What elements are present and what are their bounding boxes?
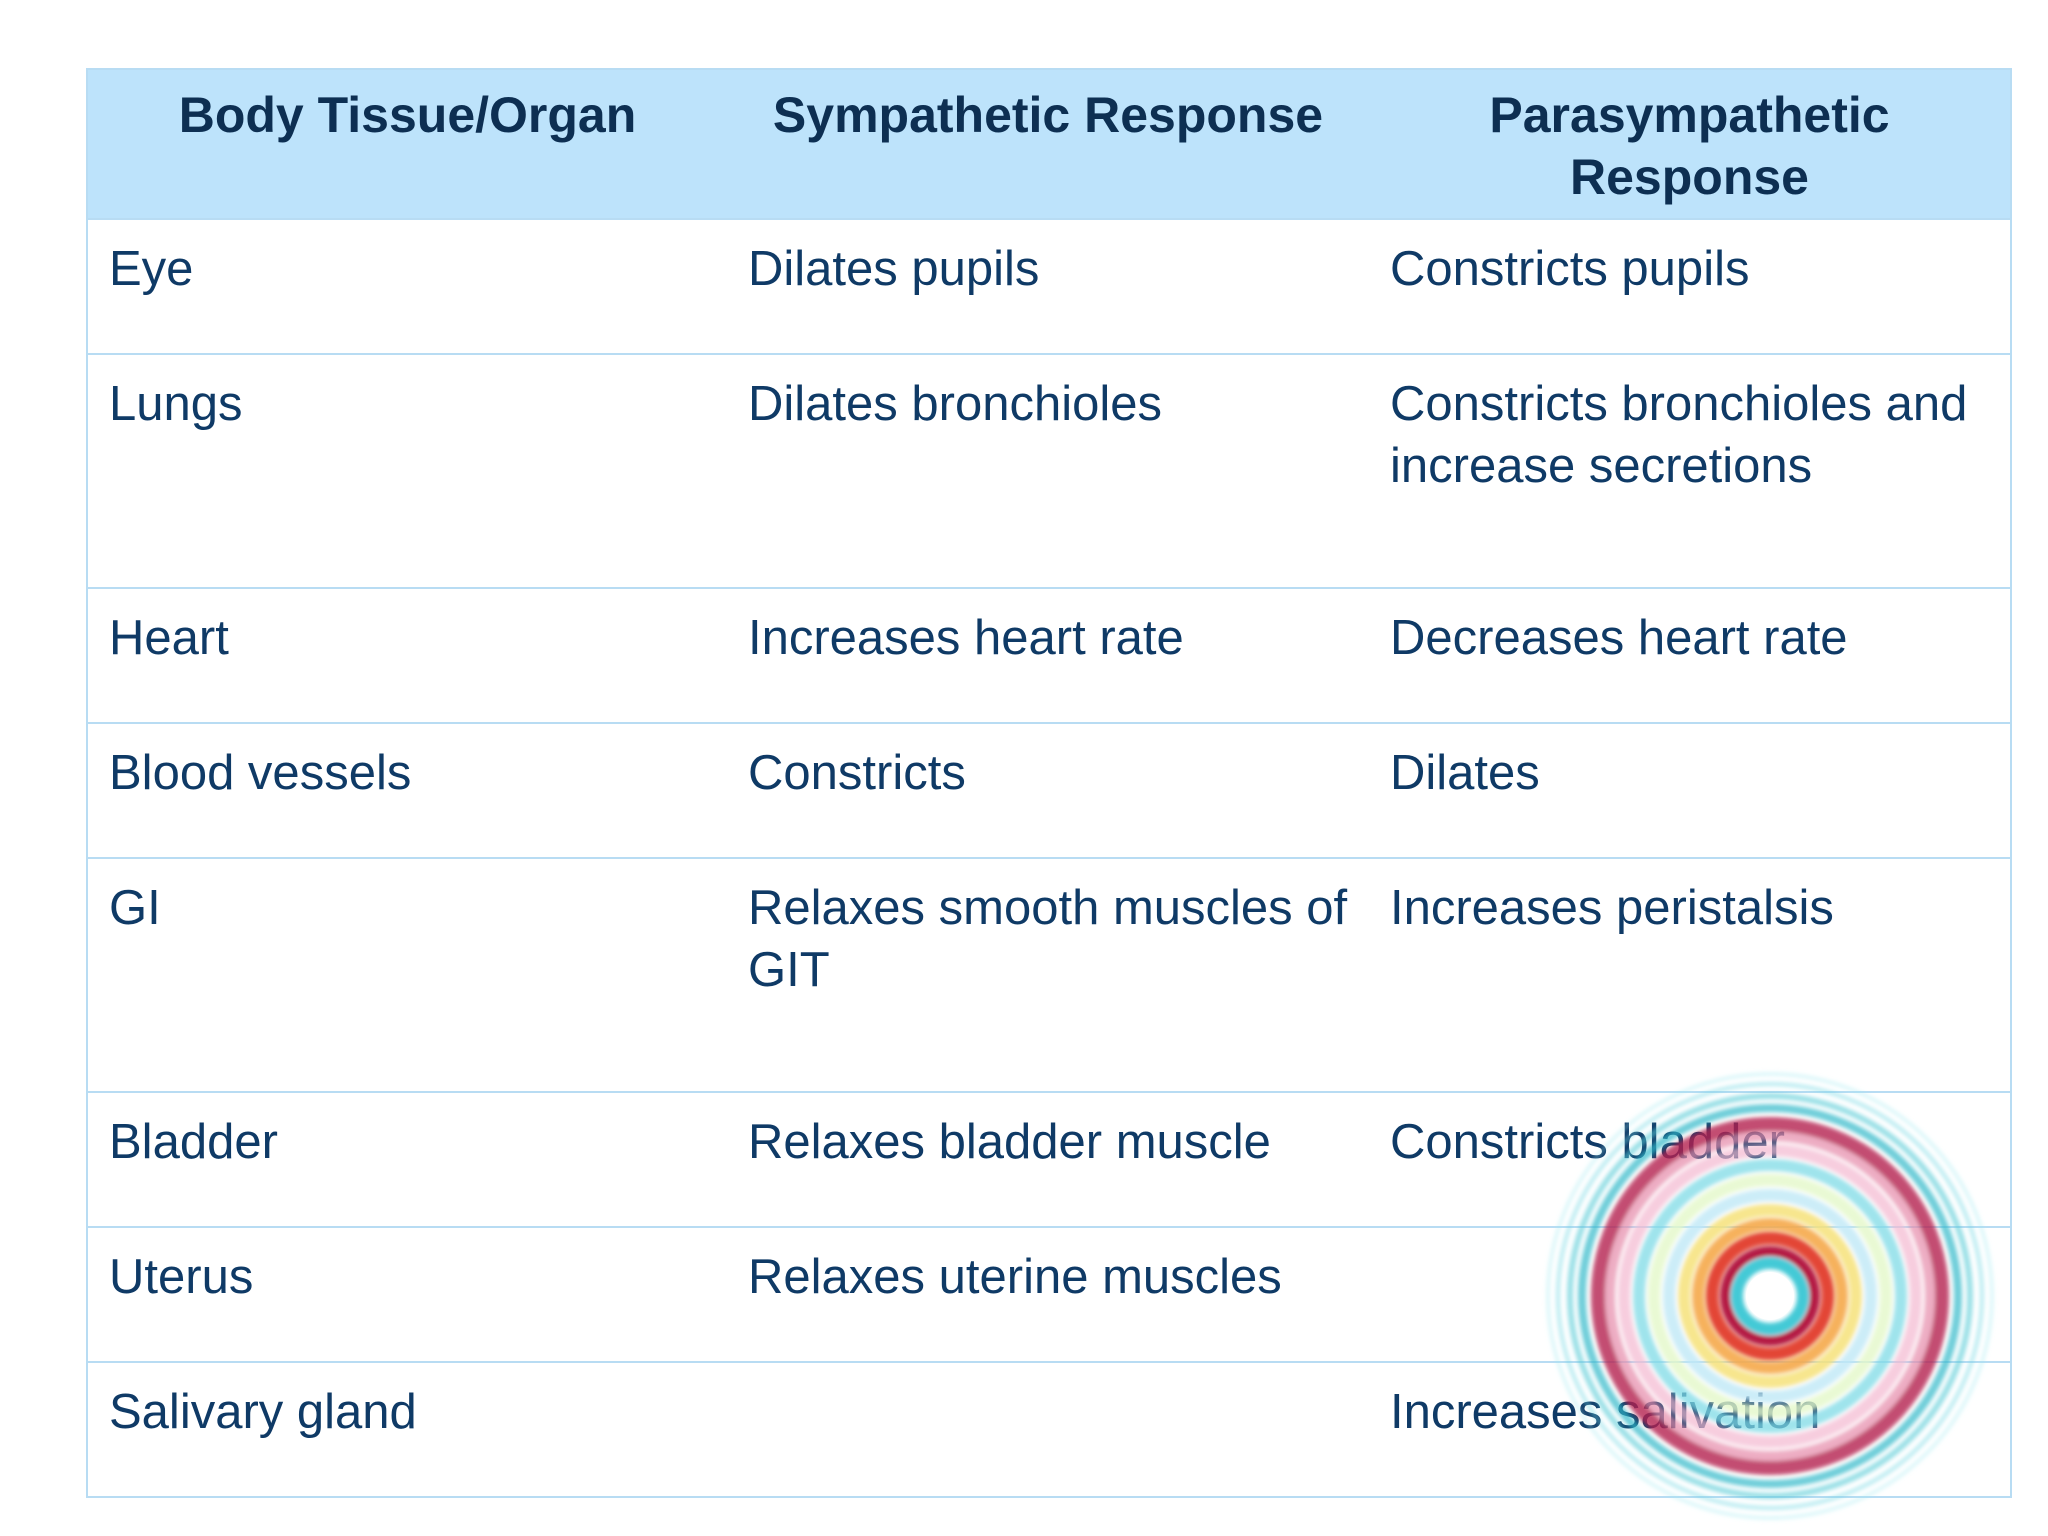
parasympathetic-cell: Increases peristalsis bbox=[1369, 857, 2011, 1092]
organ-cell: Blood vessels bbox=[87, 722, 727, 858]
sympathetic-cell: Dilates pupils bbox=[727, 218, 1369, 354]
table-row: Uterus Relaxes uterine muscles bbox=[87, 1226, 2011, 1362]
parasympathetic-cell: Increases salivation bbox=[1369, 1361, 2011, 1497]
parasympathetic-cell: Constricts bronchioles and increase secr… bbox=[1369, 353, 2011, 588]
parasympathetic-cell bbox=[1369, 1226, 2011, 1362]
organ-cell: Lungs bbox=[87, 353, 727, 588]
organ-cell: Eye bbox=[87, 218, 727, 354]
autonomic-response-table: Body Tissue/Organ Sympathetic Response P… bbox=[86, 68, 2012, 1498]
table-header-row: Body Tissue/Organ Sympathetic Response P… bbox=[87, 69, 2011, 219]
organ-cell: Heart bbox=[87, 587, 727, 723]
parasympathetic-cell: Constricts pupils bbox=[1369, 218, 2011, 354]
parasympathetic-cell: Decreases heart rate bbox=[1369, 587, 2011, 723]
header-organ: Body Tissue/Organ bbox=[87, 69, 727, 219]
header-sympathetic: Sympathetic Response bbox=[727, 69, 1369, 219]
sympathetic-cell: Dilates bronchioles bbox=[727, 353, 1369, 588]
table-row: Salivary gland Increases salivation bbox=[87, 1361, 2011, 1497]
organ-cell: GI bbox=[87, 857, 727, 1092]
table-row: Eye Dilates pupils Constricts pupils bbox=[87, 218, 2011, 354]
organ-cell: Uterus bbox=[87, 1226, 727, 1362]
table-row: GI Relaxes smooth muscles of GIT Increas… bbox=[87, 857, 2011, 1092]
organ-cell: Salivary gland bbox=[87, 1361, 727, 1497]
table-row: Heart Increases heart rate Decreases hea… bbox=[87, 587, 2011, 723]
table-row: Bladder Relaxes bladder muscle Constrict… bbox=[87, 1091, 2011, 1227]
organ-cell: Bladder bbox=[87, 1091, 727, 1227]
table-row: Blood vessels Constricts Dilates bbox=[87, 722, 2011, 858]
response-table-container: Body Tissue/Organ Sympathetic Response P… bbox=[86, 68, 2012, 1498]
sympathetic-cell bbox=[727, 1361, 1369, 1497]
parasympathetic-cell: Dilates bbox=[1369, 722, 2011, 858]
table-row: Lungs Dilates bronchioles Constricts bro… bbox=[87, 353, 2011, 588]
header-parasympathetic: Parasympathetic Response bbox=[1369, 69, 2011, 219]
sympathetic-cell: Increases heart rate bbox=[727, 587, 1369, 723]
sympathetic-cell: Constricts bbox=[727, 722, 1369, 858]
parasympathetic-cell: Constricts bladder bbox=[1369, 1091, 2011, 1227]
sympathetic-cell: Relaxes smooth muscles of GIT bbox=[727, 857, 1369, 1092]
sympathetic-cell: Relaxes bladder muscle bbox=[727, 1091, 1369, 1227]
sympathetic-cell: Relaxes uterine muscles bbox=[727, 1226, 1369, 1362]
